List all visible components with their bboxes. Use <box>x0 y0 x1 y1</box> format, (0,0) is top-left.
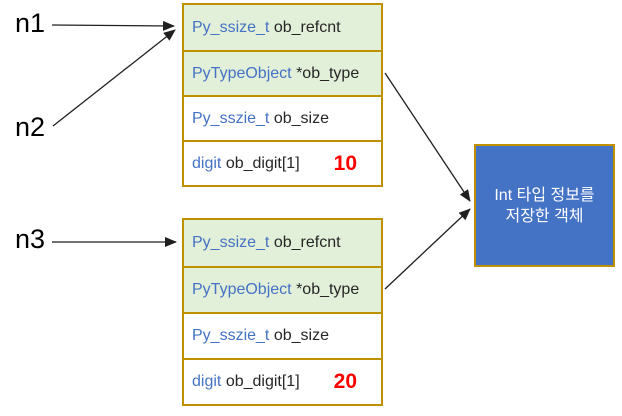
field-name: ob_digit[1] <box>225 373 300 390</box>
type-name: PyTypeObject <box>192 64 292 82</box>
struct1-row-ob-size: Py_sszie_t ob_size <box>184 95 381 140</box>
int-object-10-struct: Py_ssize_t ob_refcnt PyTypeObject *ob_ty… <box>182 3 383 187</box>
struct1-row-ob-refcnt: Py_ssize_t ob_refcnt <box>184 5 381 50</box>
pointer-label-n3: n3 <box>15 224 46 254</box>
arrow-object2-obtype-to-typebox <box>384 208 471 290</box>
type-name: PyTypeObject <box>192 281 292 298</box>
struct1-row-ob-type: PyTypeObject *ob_type <box>184 50 381 95</box>
pointer-label-n1: n1 <box>15 8 46 38</box>
type-name: Py_sszie_t <box>192 327 270 344</box>
type-name: digit <box>192 373 222 390</box>
arrow-object1-obtype-to-typebox <box>384 72 471 202</box>
type-box-line1: Int 타입 정보를 <box>494 186 595 204</box>
field-name: ob_refcnt <box>273 234 341 251</box>
struct2-row-ob-size: Py_sszie_t ob_size <box>184 312 381 358</box>
struct2-row-ob-digit: digit ob_digit[1] 20 <box>184 358 381 404</box>
field-name: *ob_type <box>296 281 360 298</box>
field-name: ob_digit[1] <box>225 154 300 172</box>
type-name: digit <box>192 154 222 172</box>
type-name: Py_sszie_t <box>192 109 270 127</box>
struct1-row-ob-digit: digit ob_digit[1] 10 <box>184 140 381 185</box>
type-name: Py_ssize_t <box>192 18 270 36</box>
stored-value-20: 20 <box>333 370 357 393</box>
stored-value-10: 10 <box>333 151 357 175</box>
struct2-row-ob-type: PyTypeObject *ob_type <box>184 266 381 312</box>
struct2-row-ob-refcnt: Py_ssize_t ob_refcnt <box>184 220 381 266</box>
pointer-label-n2: n2 <box>15 112 46 142</box>
field-name: ob_size <box>273 109 329 127</box>
type-box-line2: 저장한 객체 <box>505 207 584 225</box>
type-name: Py_ssize_t <box>192 234 270 251</box>
field-name: *ob_type <box>296 64 360 82</box>
arrow-n1-to-object1 <box>51 20 175 31</box>
field-name: ob_size <box>273 327 329 344</box>
int-type-object-box: Int 타입 정보를 저장한 객체 <box>474 144 615 267</box>
arrow-n2-to-object1 <box>52 29 176 127</box>
int-object-20-struct: Py_ssize_t ob_refcnt PyTypeObject *ob_ty… <box>182 218 383 406</box>
field-name: ob_refcnt <box>273 18 341 36</box>
